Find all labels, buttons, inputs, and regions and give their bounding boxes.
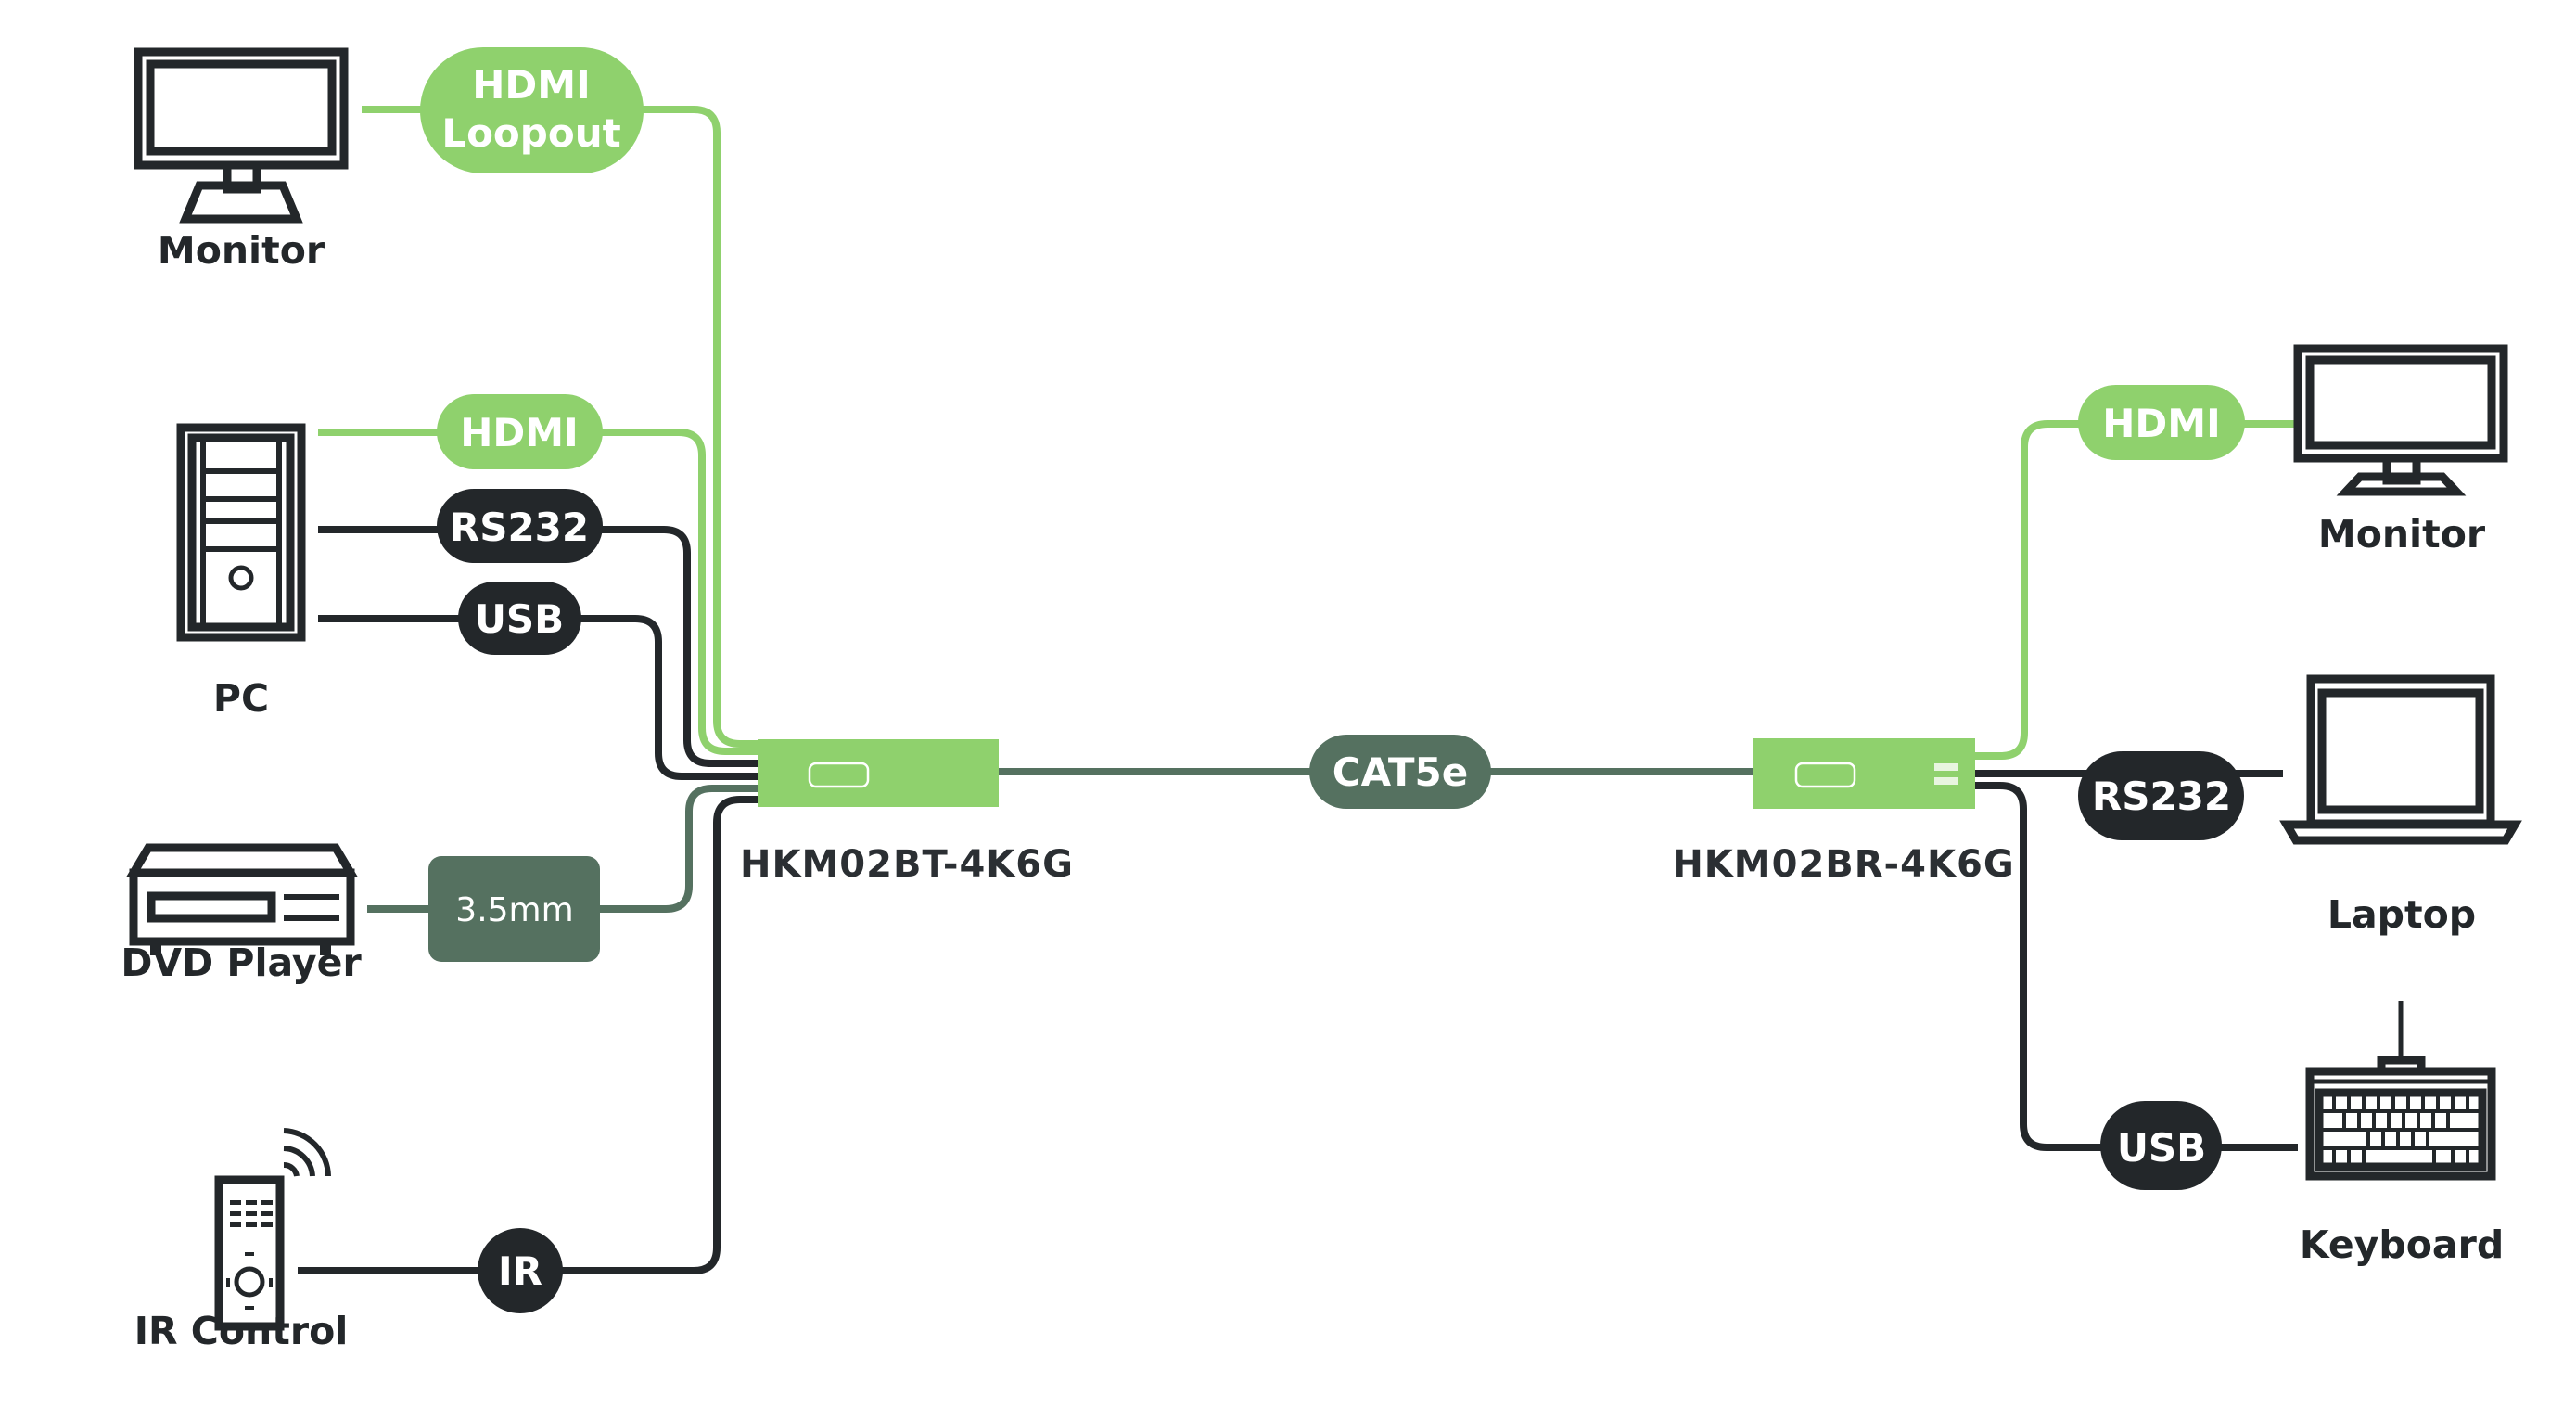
svg-text:HDMI: HDMI xyxy=(460,410,578,455)
pill-cat5e: CAT5e xyxy=(1309,735,1491,809)
wire-hdmi-loopout xyxy=(362,106,760,748)
dvd-player-icon xyxy=(126,843,358,955)
monitor-right-label: Monitor xyxy=(2318,512,2486,557)
svg-text:HDMI: HDMI xyxy=(472,62,590,108)
monitor-left-label: Monitor xyxy=(158,228,325,273)
laptop: Laptop xyxy=(2279,674,2522,937)
svg-text:USB: USB xyxy=(2117,1125,2206,1171)
svg-text:IR: IR xyxy=(498,1248,542,1294)
monitor-icon xyxy=(134,47,349,224)
wire-rx-hdmi xyxy=(1975,420,2300,760)
svg-text:USB: USB xyxy=(475,596,564,642)
pill-rx-usb: USB xyxy=(2100,1101,2222,1190)
keyboard: Keyboard xyxy=(2300,1001,2504,1267)
laptop-icon xyxy=(2279,674,2522,845)
pill-pc-rs232: RS232 xyxy=(437,489,603,563)
wire-pc-hdmi xyxy=(318,429,760,755)
laptop-label: Laptop xyxy=(2327,892,2476,937)
pill-pc-hdmi: HDMI xyxy=(437,394,603,469)
wire-dvd-audio xyxy=(367,785,760,913)
svg-text:CAT5e: CAT5e xyxy=(1333,749,1468,795)
ir-control-label: IR Control xyxy=(134,1309,349,1353)
monitor-left: Monitor xyxy=(134,47,349,273)
pc-tower-icon xyxy=(176,423,306,642)
wire-rx-usb xyxy=(1975,782,2298,1151)
pc-label: PC xyxy=(213,676,269,721)
wire-ir xyxy=(298,796,760,1274)
pc: PC xyxy=(176,423,306,721)
svg-text:Loopout: Loopout xyxy=(441,110,620,156)
svg-text:HDMI: HDMI xyxy=(2102,401,2220,446)
receiver-unit: HKM02BR-4K6G xyxy=(1672,738,2014,886)
pill-rx-hdmi: HDMI xyxy=(2078,385,2245,460)
receiver-port xyxy=(1794,762,1856,788)
monitor-right: Monitor xyxy=(2293,344,2508,557)
svg-text:RS232: RS232 xyxy=(450,505,589,550)
transmitter-port xyxy=(808,762,870,788)
signal-waves-icon xyxy=(283,1128,331,1177)
keyboard-keys xyxy=(2319,1093,2482,1167)
pill-rx-rs232: RS232 xyxy=(2078,751,2244,840)
svg-text:3.5mm: 3.5mm xyxy=(455,891,573,929)
transmitter-unit: HKM02BT-4K6G xyxy=(740,739,1074,886)
receiver-model-label: HKM02BR-4K6G xyxy=(1672,843,2014,886)
keyboard-icon xyxy=(2305,1001,2496,1181)
svg-text:RS232: RS232 xyxy=(2092,774,2231,819)
pill-hdmi-loopout: HDMI Loopout xyxy=(420,47,644,173)
wires xyxy=(298,106,2300,1274)
remote-control-icon xyxy=(214,1128,331,1331)
keyboard-label: Keyboard xyxy=(2300,1222,2504,1267)
pill-pc-usb: USB xyxy=(458,582,581,655)
pill-ir: IR xyxy=(478,1228,563,1313)
wire-pc-rs232 xyxy=(318,526,760,767)
pill-dvd-audio: 3.5mm xyxy=(428,856,600,962)
dvd-player: DVD Player xyxy=(121,843,362,985)
dvd-player-label: DVD Player xyxy=(121,941,362,985)
receiver-indicator xyxy=(1934,763,1958,771)
transmitter-model-label: HKM02BT-4K6G xyxy=(740,843,1074,886)
ir-control: IR Control xyxy=(134,1128,349,1353)
monitor-icon xyxy=(2293,344,2508,496)
wire-pc-usb xyxy=(318,615,760,780)
